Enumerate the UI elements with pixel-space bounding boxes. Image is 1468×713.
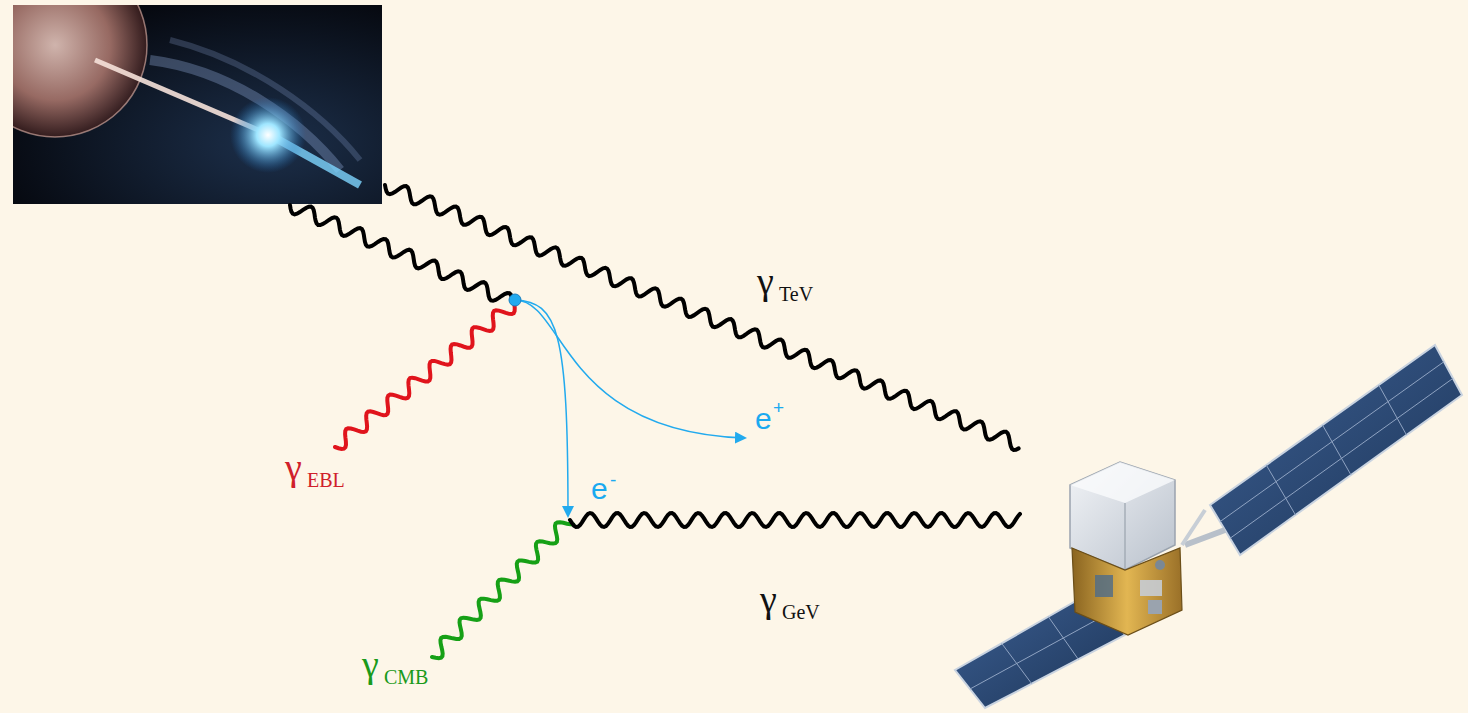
photon-lines <box>290 185 1020 658</box>
positron-label: e <box>755 404 772 434</box>
tev-photon <box>385 185 1019 450</box>
panel-grid-line <box>970 613 1110 690</box>
photon-symbol: γ <box>760 580 777 618</box>
tev-photon <box>290 205 512 301</box>
panel-grid-line <box>1379 385 1407 435</box>
photon-subscript: EBL <box>307 470 345 490</box>
charge-superscript: + <box>773 398 784 417</box>
ebl-photon <box>335 305 515 449</box>
photon-subscript: GeV <box>782 602 820 622</box>
panel-grid-line <box>1220 362 1444 522</box>
charge-superscript: - <box>610 470 616 489</box>
photon-symbol: γ <box>362 645 379 683</box>
cmb-photon <box>432 522 573 658</box>
photon-subscript: TeV <box>779 284 813 304</box>
electron-label: e <box>591 474 608 504</box>
grb-image <box>13 5 382 204</box>
photon-symbol: γ <box>285 448 302 486</box>
gev-photon <box>570 513 1020 527</box>
panel-grid-line <box>1323 425 1352 475</box>
photon-symbol: γ <box>757 262 774 300</box>
lepton-tracks <box>509 294 745 516</box>
panel-grid-line <box>1266 465 1295 515</box>
photon-subscript: CMB <box>384 667 428 687</box>
satellite <box>955 345 1462 708</box>
panel-grid-line <box>1230 378 1453 538</box>
